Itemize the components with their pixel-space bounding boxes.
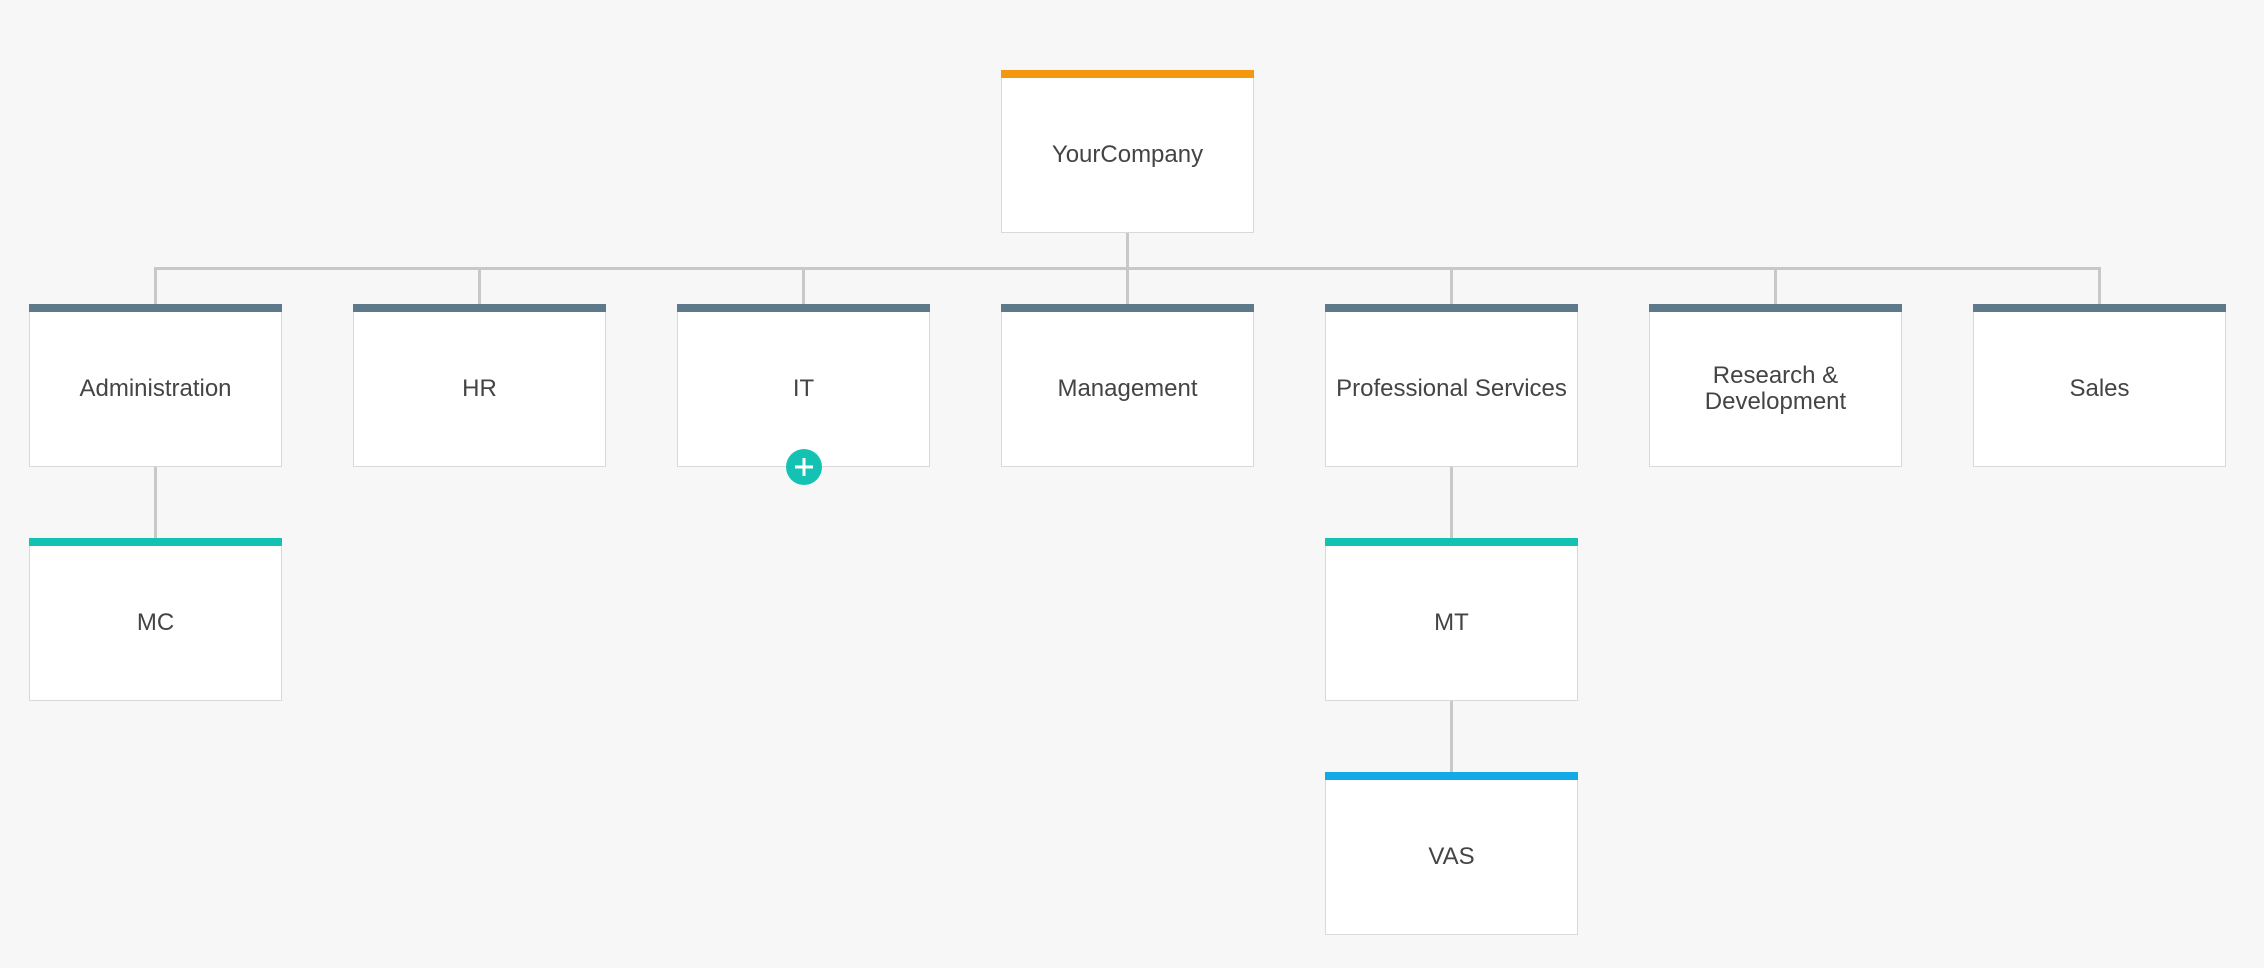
node-yourcompany[interactable]: YourCompany	[1001, 70, 1254, 233]
connector-drop-management	[1126, 268, 1129, 304]
node-color-bar	[1325, 538, 1578, 546]
connector-drop-research-development	[1774, 268, 1777, 304]
connector-drop-sales	[2098, 268, 2101, 304]
connector-drop-professional-services	[1450, 268, 1453, 304]
node-mt[interactable]: MT	[1325, 538, 1578, 701]
node-it[interactable]: IT	[677, 304, 930, 467]
node-label: IT	[792, 375, 815, 402]
node-mc[interactable]: MC	[29, 538, 282, 701]
node-label: MT	[1434, 609, 1469, 636]
connector-drop-administration	[154, 268, 157, 304]
node-color-bar	[1325, 304, 1578, 312]
node-label: VAS	[1428, 843, 1475, 870]
add-child-button[interactable]	[785, 449, 822, 485]
node-management[interactable]: Management	[1001, 304, 1254, 467]
node-color-bar	[1649, 304, 1902, 312]
node-label: Sales	[2069, 375, 2130, 402]
connector-administration-mc	[154, 467, 157, 538]
node-color-bar	[29, 304, 282, 312]
node-label: Administration	[79, 375, 232, 402]
node-color-bar	[1001, 304, 1254, 312]
node-label: YourCompany	[1051, 141, 1204, 168]
node-color-bar	[1325, 772, 1578, 780]
node-label: Management	[1057, 375, 1198, 402]
node-label: Professional Services	[1336, 375, 1567, 402]
node-professional-services[interactable]: Professional Services	[1325, 304, 1578, 467]
node-color-bar	[29, 538, 282, 546]
plus-icon	[794, 458, 813, 476]
node-color-bar	[1001, 70, 1254, 78]
node-color-bar	[1973, 304, 2226, 312]
connector-drop-hr	[478, 268, 481, 304]
node-hr[interactable]: HR	[353, 304, 606, 467]
node-color-bar	[353, 304, 606, 312]
node-color-bar	[677, 304, 930, 312]
node-label: MC	[136, 609, 175, 636]
node-label: Research & Development	[1704, 362, 1847, 415]
node-research-development[interactable]: Research & Development	[1649, 304, 1902, 467]
node-label: HR	[462, 375, 497, 402]
connector-professional-services-mt	[1450, 467, 1453, 538]
connector-root-stem	[1126, 233, 1129, 268]
node-sales[interactable]: Sales	[1973, 304, 2226, 467]
node-vas[interactable]: VAS	[1325, 772, 1578, 935]
node-administration[interactable]: Administration	[29, 304, 282, 467]
connector-drop-it	[802, 268, 805, 304]
connector-mt-vas	[1450, 701, 1453, 772]
